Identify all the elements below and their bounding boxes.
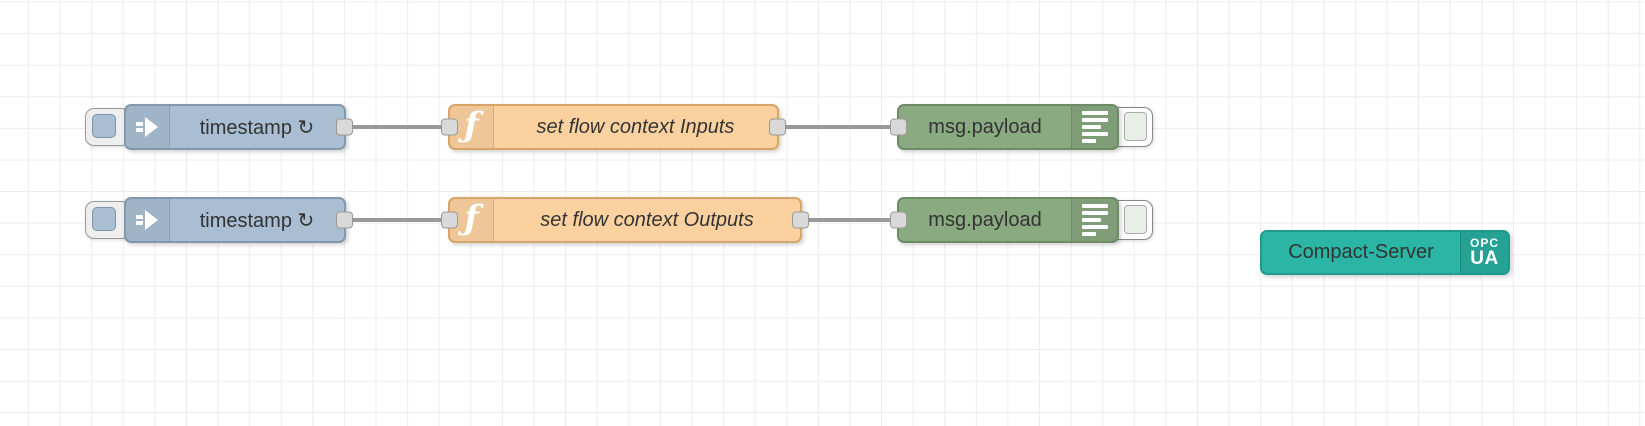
output-port[interactable] <box>336 211 353 229</box>
node-label: msg.payload <box>928 115 1042 138</box>
input-port[interactable] <box>890 118 907 136</box>
node-label: msg.payload <box>928 208 1042 231</box>
inject-arrow-icon <box>126 106 170 148</box>
node-label: set flow context Outputs <box>540 208 754 231</box>
node-label: set flow context Inputs <box>536 115 735 138</box>
debug-list-icon <box>1071 199 1117 241</box>
inject-node-2[interactable]: timestamp ↻ <box>124 197 353 243</box>
function-node-2[interactable]: ƒ set flow context Outputs <box>441 197 809 243</box>
node-label: timestamp ↻ <box>199 116 315 139</box>
inject-trigger-button-inner <box>92 114 116 138</box>
input-port[interactable] <box>441 118 458 136</box>
inject-arrow-icon <box>126 199 170 241</box>
opcua-server-node[interactable]: Compact-Server OPC UA <box>1260 230 1510 275</box>
debug-toggle-button-inner <box>1124 205 1147 234</box>
input-port[interactable] <box>441 211 458 229</box>
node-label: Compact-Server <box>1288 241 1434 263</box>
inject-trigger-button-inner <box>92 207 116 231</box>
wire-function2-debug2[interactable] <box>798 218 902 222</box>
wire-inject2-function2[interactable] <box>342 218 454 222</box>
debug-list-icon <box>1071 106 1117 148</box>
input-port[interactable] <box>890 211 907 229</box>
wire-function1-debug1[interactable] <box>775 125 902 129</box>
debug-node-1[interactable]: msg.payload <box>890 104 1119 150</box>
function-node-1[interactable]: ƒ set flow context Inputs <box>441 104 786 150</box>
output-port[interactable] <box>769 118 786 136</box>
wire-inject1-function1[interactable] <box>342 125 454 129</box>
output-port[interactable] <box>336 118 353 136</box>
inject-trigger-button[interactable] <box>85 108 130 146</box>
inject-node-1[interactable]: timestamp ↻ <box>124 104 353 150</box>
opcua-badge-icon: OPC UA <box>1460 232 1508 273</box>
debug-toggle-button-inner <box>1124 112 1147 141</box>
function-icon: ƒ <box>450 106 494 148</box>
output-port[interactable] <box>792 211 809 229</box>
node-label: timestamp ↻ <box>199 209 315 232</box>
debug-node-2[interactable]: msg.payload <box>890 197 1119 243</box>
